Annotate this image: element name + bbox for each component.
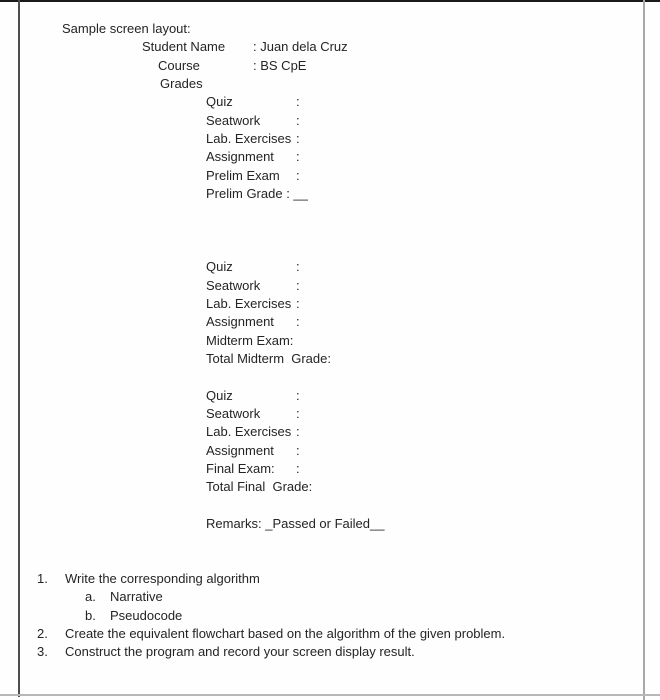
student-name-label: Student Name bbox=[142, 39, 226, 55]
page-border-right bbox=[643, 0, 645, 700]
midterm-row-quiz: Quiz : bbox=[0, 258, 660, 276]
grade-row-label: Lab. Exercises bbox=[206, 295, 292, 311]
instruction-subtext: Narrative bbox=[110, 589, 163, 605]
course-line: Course : BS CpE bbox=[0, 57, 660, 75]
grade-row-label: Quiz bbox=[206, 387, 233, 403]
instruction-item-2: 2. Create the equivalent flowchart based… bbox=[0, 625, 660, 643]
grade-row-label: Quiz bbox=[206, 259, 233, 275]
grade-row-colon: : bbox=[296, 442, 300, 458]
grade-row-label: Total Final Grade: bbox=[206, 479, 313, 495]
final-row-total: Total Final Grade: bbox=[0, 478, 660, 496]
remarks-text: Remarks: _Passed or Failed__ bbox=[206, 515, 385, 531]
instruction-number: 3. bbox=[37, 644, 48, 660]
remarks-line: Remarks: _Passed or Failed__ bbox=[0, 515, 660, 533]
grade-row-colon: : bbox=[296, 405, 300, 421]
instruction-subnumber: a. bbox=[85, 589, 96, 605]
grade-row-colon: : bbox=[296, 314, 300, 330]
student-name-line: Student Name : Juan dela Cruz bbox=[0, 38, 660, 56]
page-border-bottom bbox=[0, 694, 660, 696]
prelim-row-quiz: Quiz : bbox=[0, 93, 660, 111]
final-row-seatwork: Seatwork : bbox=[0, 405, 660, 423]
grade-row-label: Prelim Grade : __ bbox=[206, 185, 308, 201]
prelim-row-grade: Prelim Grade : __ bbox=[0, 185, 660, 203]
grade-row-label: Assignment bbox=[206, 149, 274, 165]
title-line: Sample screen layout: bbox=[0, 20, 660, 38]
grade-row-colon: : bbox=[296, 424, 300, 440]
spacer bbox=[0, 533, 660, 570]
instruction-item-1: 1. Write the corresponding algorithm bbox=[0, 570, 660, 588]
spacer bbox=[0, 203, 660, 258]
midterm-row-seatwork: Seatwork : bbox=[0, 277, 660, 295]
page-border-left bbox=[18, 0, 20, 697]
midterm-row-lab-exercises: Lab. Exercises : bbox=[0, 295, 660, 313]
prelim-row-lab-exercises: Lab. Exercises : bbox=[0, 130, 660, 148]
grade-row-label: Seatwork bbox=[206, 112, 261, 128]
grade-row-label: Final Exam: bbox=[206, 460, 275, 476]
grade-row-colon: : bbox=[296, 259, 300, 275]
midterm-row-total: Total Midterm Grade: bbox=[0, 350, 660, 368]
grade-row-label: Lab. Exercises bbox=[206, 130, 292, 146]
grade-row-label: Assignment bbox=[206, 314, 274, 330]
grade-row-label: Prelim Exam bbox=[206, 167, 280, 183]
grade-row-label: Quiz bbox=[206, 94, 233, 110]
grade-row-colon: : bbox=[296, 167, 300, 183]
grade-row-label: Seatwork bbox=[206, 405, 261, 421]
final-row-quiz: Quiz : bbox=[0, 387, 660, 405]
final-row-assignment: Assignment : bbox=[0, 442, 660, 460]
grade-row-colon: : bbox=[296, 295, 300, 311]
student-name-value: : Juan dela Cruz bbox=[253, 39, 348, 55]
grade-row-label: Assignment bbox=[206, 442, 274, 458]
midterm-row-assignment: Assignment : bbox=[0, 313, 660, 331]
sample-layout-title: Sample screen layout: bbox=[62, 21, 191, 36]
instruction-number: 1. bbox=[37, 570, 48, 586]
spacer bbox=[0, 368, 660, 386]
prelim-row-assignment: Assignment : bbox=[0, 148, 660, 166]
instruction-text: Create the equivalent flowchart based on… bbox=[65, 625, 506, 641]
instruction-subtext: Pseudocode bbox=[110, 607, 183, 623]
instruction-item-1a: a. Narrative bbox=[0, 588, 660, 606]
grade-row-label: Midterm Exam: bbox=[206, 332, 294, 348]
grade-row-label: Total Midterm Grade: bbox=[206, 350, 331, 366]
final-row-lab-exercises: Lab. Exercises : bbox=[0, 423, 660, 441]
grade-row-label: Seatwork bbox=[206, 277, 261, 293]
instruction-subnumber: b. bbox=[85, 607, 96, 623]
grades-label: Grades bbox=[160, 75, 203, 91]
grade-row-colon: : bbox=[296, 130, 300, 146]
instruction-item-3: 3. Construct the program and record your… bbox=[0, 643, 660, 661]
midterm-row-exam: Midterm Exam: bbox=[0, 332, 660, 350]
instruction-text: Construct the program and record your sc… bbox=[65, 644, 415, 660]
course-label: Course bbox=[158, 57, 200, 73]
grade-row-colon: : bbox=[296, 387, 300, 403]
instruction-number: 2. bbox=[37, 625, 48, 641]
prelim-row-seatwork: Seatwork : bbox=[0, 112, 660, 130]
grade-row-label: Lab. Exercises bbox=[206, 424, 292, 440]
instruction-text: Write the corresponding algorithm bbox=[65, 570, 260, 586]
spacer bbox=[0, 497, 660, 515]
grade-row-colon: : bbox=[296, 277, 300, 293]
grade-row-colon: : bbox=[296, 149, 300, 165]
course-value: : BS CpE bbox=[253, 57, 307, 73]
final-row-exam: Final Exam: : bbox=[0, 460, 660, 478]
grade-row-colon: : bbox=[296, 94, 300, 110]
grade-row-colon: : bbox=[296, 460, 300, 476]
grades-line: Grades bbox=[0, 75, 660, 93]
grade-row-colon: : bbox=[296, 112, 300, 128]
page-border-top bbox=[0, 0, 660, 2]
document-content: Sample screen layout: Student Name : Jua… bbox=[0, 20, 660, 662]
instruction-item-1b: b. Pseudocode bbox=[0, 607, 660, 625]
prelim-row-exam: Prelim Exam : bbox=[0, 167, 660, 185]
